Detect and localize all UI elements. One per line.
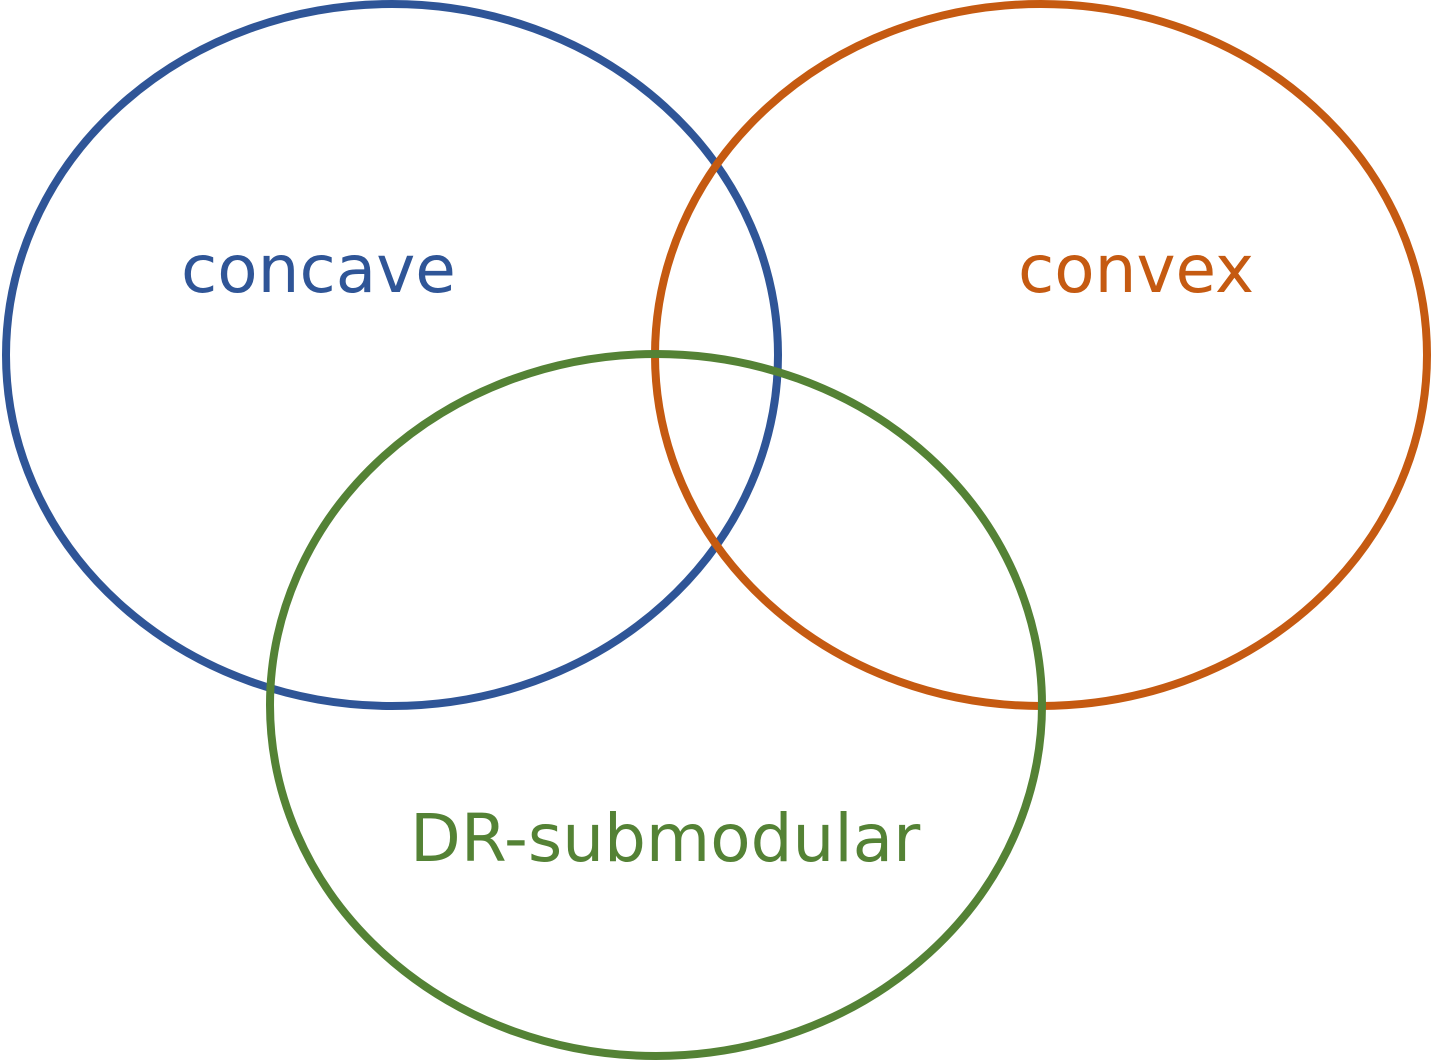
dr-submodular-label: DR-submodular — [410, 800, 921, 877]
dr-submodular-set-ellipse — [266, 350, 1046, 1060]
convex-label: convex — [1018, 231, 1254, 308]
convex-set-ellipse — [651, 0, 1431, 710]
concave-set-ellipse — [2, 0, 782, 710]
concave-label: concave — [181, 231, 456, 308]
